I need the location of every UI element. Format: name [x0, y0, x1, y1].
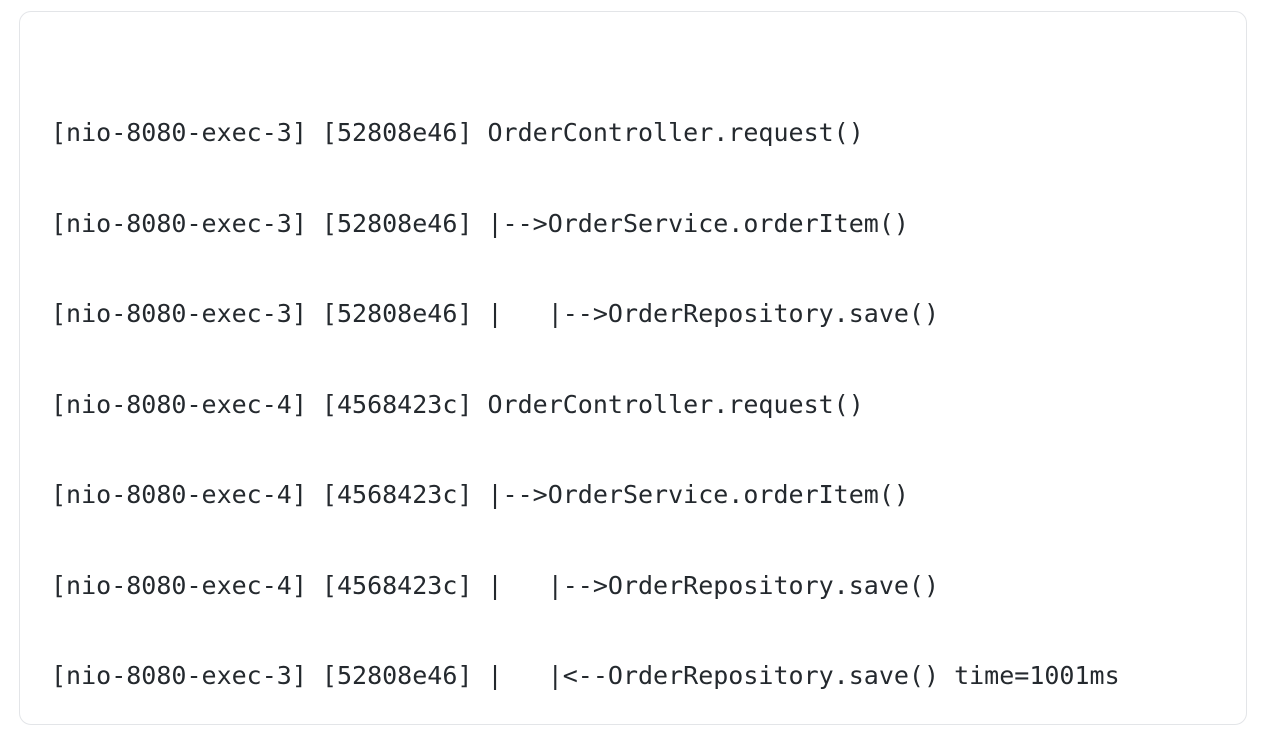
log-line-list: [nio-8080-exec-3] [52808e46] OrderContro… — [51, 69, 1246, 724]
log-line: [nio-8080-exec-3] [52808e46] |-->OrderSe… — [51, 208, 909, 238]
trace-log-panel: [nio-8080-exec-3] [52808e46] OrderContro… — [19, 11, 1247, 725]
log-line: [nio-8080-exec-3] [52808e46] | |<--Order… — [51, 661, 1120, 690]
log-line: [nio-8080-exec-3] [52808e46] OrderContro… — [51, 118, 864, 147]
log-line: [nio-8080-exec-4] [4568423c] OrderContro… — [51, 389, 864, 419]
log-line: [nio-8080-exec-3] [52808e46] | |-->Order… — [51, 299, 940, 328]
log-line: [nio-8080-exec-4] [4568423c] |-->OrderSe… — [51, 480, 909, 509]
log-line: [nio-8080-exec-4] [4568423c] | |-->Order… — [51, 570, 940, 600]
